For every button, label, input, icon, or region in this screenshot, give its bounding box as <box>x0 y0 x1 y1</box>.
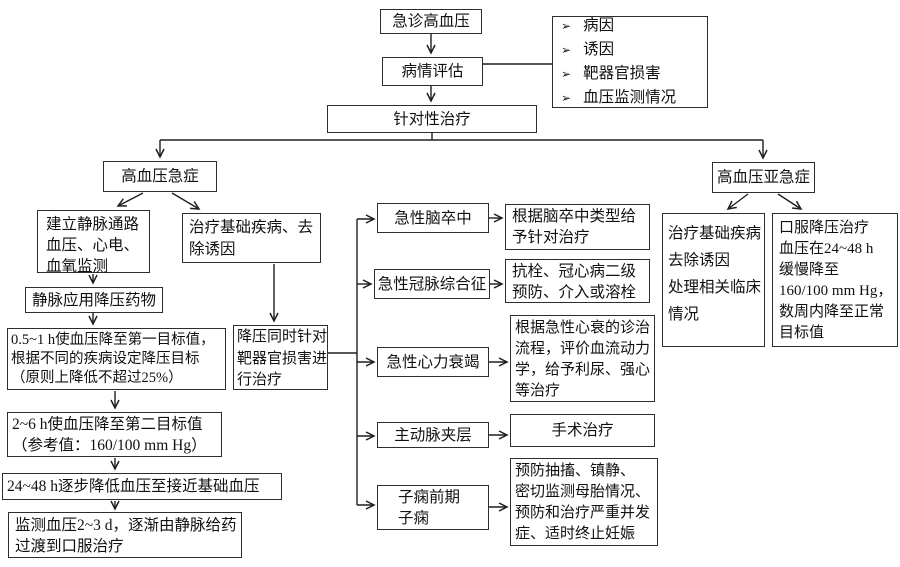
connector-organ-damage-spine <box>328 214 376 510</box>
connector-emergency-children <box>116 192 201 210</box>
node-treat-underlying-disease: 治疗基础疾病、去 除诱因 <box>182 213 321 263</box>
node-targeted-treatment: 针对性治疗 <box>327 105 537 133</box>
node-stepwise-reduction-24-48h: 24~48 h逐步降低血压至接近基础血压 <box>2 473 282 500</box>
node-venous-access-monitoring: 建立静脉通路 血压、心电、 血氧监测 <box>37 210 150 275</box>
node-iv-antihypertensive-drugs: 静脉应用降压药物 <box>25 287 163 313</box>
connector-urgency-children <box>726 193 803 211</box>
node-acs-treatment: 抗栓、冠心病二级 预防、介入或溶栓 <box>505 259 650 303</box>
node-acute-heart-failure: 急性心力衰竭 <box>377 347 489 377</box>
node-acute-coronary-syndrome: 急性冠脉综合征 <box>374 269 490 299</box>
node-stroke-treatment: 根据脑卒中类型给 予针对治疗 <box>505 204 650 250</box>
connector-branch-split <box>155 133 768 160</box>
node-aortic-dissection: 主动脉夹层 <box>377 422 489 448</box>
checklist-item-label: 靶器官损害 <box>583 65 661 82</box>
node-urgency-treat-underlying: 治疗基础疾病 去除诱因 处理相关临床 情况 <box>662 213 765 347</box>
checklist-item-label: 诱因 <box>583 41 615 58</box>
arrow-bullet-icon: ➢ <box>561 91 572 105</box>
connector-left-chain <box>88 274 120 511</box>
node-assessment-checklist: ➢ 病因 ➢ 诱因 ➢ 靶器官损害 ➢ 血压监测情况 <box>552 16 708 108</box>
checklist-item: ➢ 血压监测情况 <box>561 87 699 109</box>
node-emergency-hypertension: 急诊高血压 <box>380 9 482 34</box>
checklist-item: ➢ 靶器官损害 <box>561 63 699 85</box>
checklist-item: ➢ 诱因 <box>561 39 699 61</box>
node-acute-stroke: 急性脑卒中 <box>377 203 489 233</box>
node-monitor-bp-transition-oral: 监测血压2~3 d，逐渐由静脉给药 过渡到口服治疗 <box>8 512 242 558</box>
node-second-target-value: 2~6 h使血压降至第二目标值 （参考值：160/100 mm Hg） <box>7 412 222 457</box>
connector-condition-to-treatment <box>489 213 509 512</box>
node-condition-assessment: 病情评估 <box>382 57 483 86</box>
node-dissection-surgical-treatment: 手术治疗 <box>510 414 655 447</box>
node-eclampsia-treatment: 预防抽搐、镇静、 密切监测母胎情况、 预防和治疗严重并发 症、适时终止妊娠 <box>510 458 658 546</box>
connector-top-chain <box>426 34 552 103</box>
arrow-bullet-icon: ➢ <box>561 19 572 33</box>
node-first-target-value: 0.5~1 h使血压降至第一目标值， 根据不同的疾病设定降压目标 （原则上降低不… <box>7 328 226 390</box>
arrow-bullet-icon: ➢ <box>561 67 572 81</box>
arrow-bullet-icon: ➢ <box>561 43 572 57</box>
checklist-item: ➢ 病因 <box>561 15 699 37</box>
node-hypertensive-emergency: 高血压急症 <box>103 161 217 192</box>
checklist-item-label: 血压监测情况 <box>583 89 677 106</box>
node-hypertensive-urgency: 高血压亚急症 <box>712 162 815 193</box>
node-heart-failure-treatment: 根据急性心衰的诊治 流程，评价血流动力 学，给予利尿、强心 等治疗 <box>510 315 655 402</box>
checklist-item-label: 病因 <box>583 17 615 34</box>
node-preeclampsia-eclampsia: 子痫前期 子痫 <box>377 485 489 530</box>
node-urgency-oral-treatment: 口服降压治疗 血压在24~48 h 缓慢降至 160/100 mm Hg， 数周… <box>772 213 898 347</box>
node-treat-target-organ-damage: 降压同时针对 靶器官损害进 行治疗 <box>233 325 328 390</box>
